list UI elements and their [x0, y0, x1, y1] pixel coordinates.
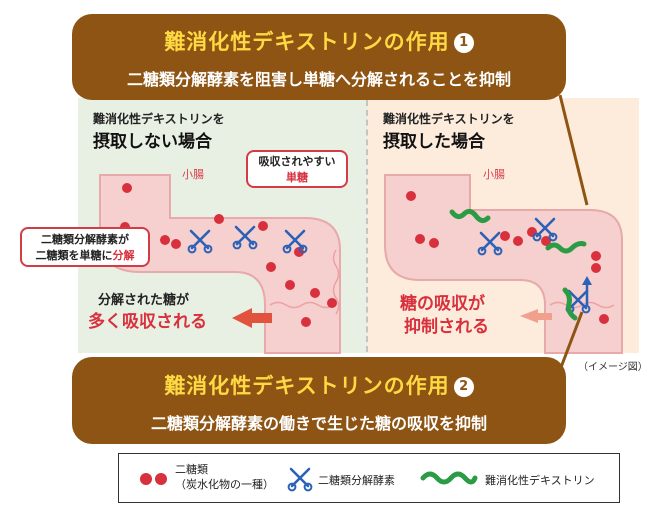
connector-line	[558, 94, 589, 206]
dextrin-icon	[449, 208, 491, 224]
callout-enzyme-line1: 二糖類分解酵素が	[41, 233, 129, 246]
effect1-number: 1	[453, 33, 474, 53]
legend-disaccharide: 二糖類 （炭水化物の一種）	[175, 462, 274, 492]
right-sugars	[406, 191, 609, 324]
effect2-title: 難消化性デキストリンの作用	[164, 374, 450, 398]
absorb-arrow-weak-icon	[520, 309, 552, 323]
effect1-title: 難消化性デキストリンの作用	[164, 30, 450, 54]
left-organ-label: 小腸	[182, 168, 204, 181]
effect1-description: 二糖類分解酵素を阻害し単糖へ分解されることを抑制	[126, 70, 511, 89]
callout-absorb-line2: 単糖	[286, 171, 308, 184]
callout-enzyme-line2b: 分解	[112, 249, 135, 262]
connector-line	[558, 311, 584, 371]
effect2-number: 2	[453, 377, 474, 397]
legend-dextrin: 難消化性デキストリン	[485, 474, 595, 487]
callout-enzyme: 二糖類分解酵素が 二糖類を単糖に分解	[20, 227, 150, 267]
left-result-line1: 分解された糖が	[98, 293, 190, 308]
right-result-line2: 抑制される	[404, 317, 489, 337]
legend-enzyme: 二糖類分解酵素	[318, 474, 395, 487]
callout-absorbable-monosaccharide: 吸収されやすい 単糖	[246, 150, 348, 188]
callout-absorb-line1: 吸収されやすい	[258, 155, 336, 168]
dextrin-icon	[545, 241, 587, 254]
right-result-line1: 糖の吸収が	[400, 294, 485, 314]
effect2-description: 二糖類分解酵素の働きで生じた糖の吸収を抑制	[150, 414, 487, 433]
panel-divider	[366, 100, 368, 352]
left-caption-line2: 摂取しない場合	[93, 132, 212, 152]
left-sugars	[120, 183, 337, 327]
right-organ-label: 小腸	[483, 168, 505, 181]
legend-disaccharide-line2: （炭水化物の一種）	[175, 478, 274, 491]
callout-enzyme-line2a: 二糖類を単糖に	[35, 249, 113, 262]
absorb-arrow-icon	[232, 308, 272, 328]
left-result-line2: 多く吸収される	[88, 312, 207, 332]
legend-sugar-icon	[140, 473, 167, 485]
legend-dextrin-icon	[420, 471, 478, 485]
dextrin-icon	[562, 287, 578, 321]
right-caption-line1: 難消化性デキストリンを	[383, 112, 515, 126]
right-caption-line2: 摂取した場合	[383, 132, 485, 152]
image-note: （イメージ図）	[578, 362, 648, 373]
legend-disaccharide-line1: 二糖類	[175, 463, 208, 476]
left-caption-line1: 難消化性デキストリンを	[93, 112, 225, 126]
legend-scissors-icon	[287, 467, 313, 492]
legend: 二糖類 （炭水化物の一種） 二糖類分解酵素 難消化性デキストリン	[118, 453, 620, 503]
